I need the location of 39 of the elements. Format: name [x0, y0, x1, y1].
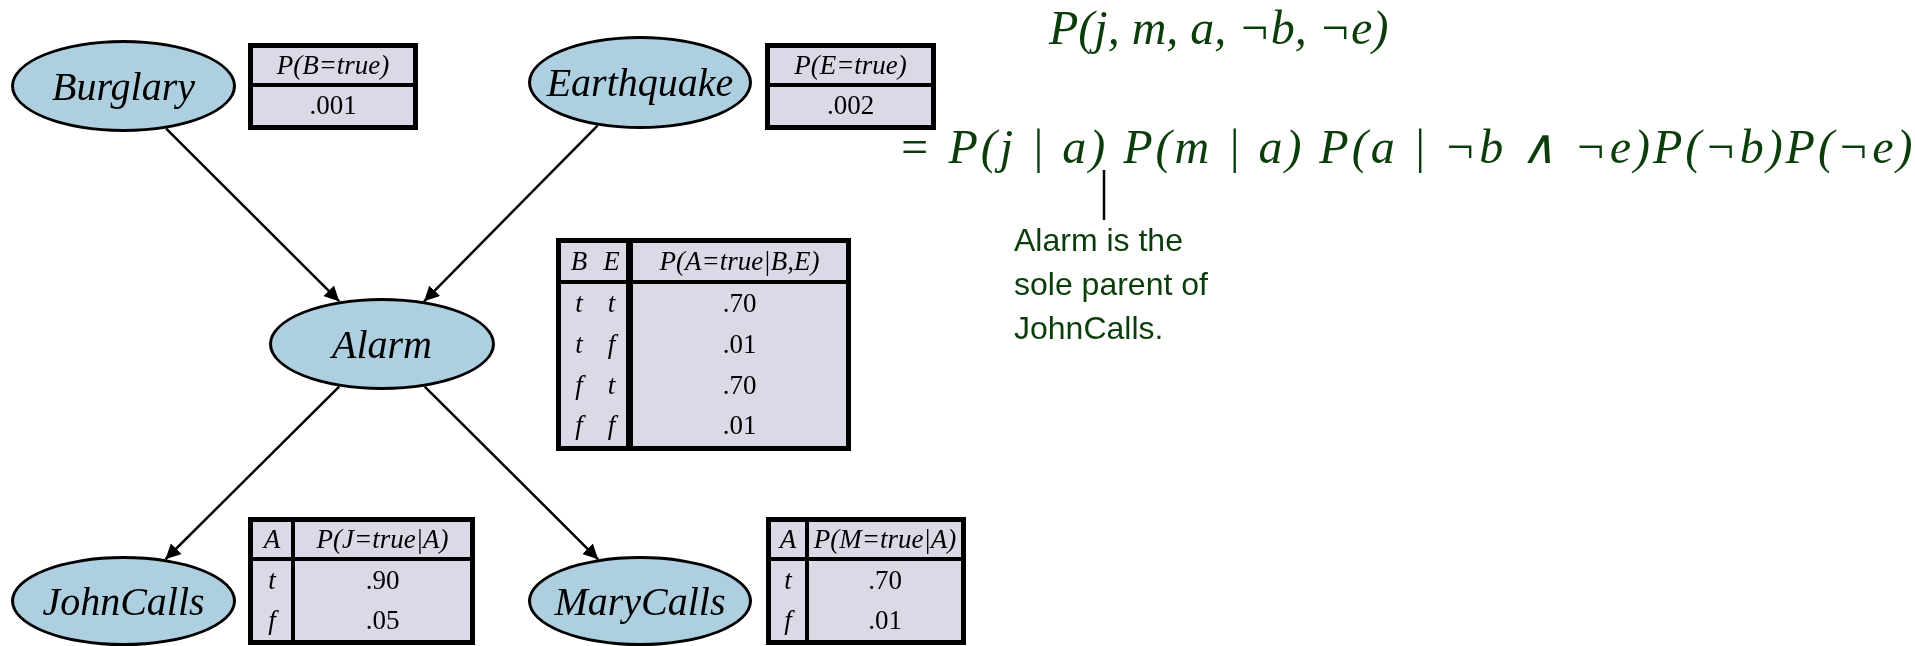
truth-value: t	[771, 561, 809, 601]
variable-name: Earthquake	[546, 59, 734, 106]
table-header: P(E=true)	[770, 48, 931, 87]
table-header: A	[253, 522, 295, 562]
probability-value: .01	[867, 603, 903, 637]
probability-value: .002	[825, 89, 876, 123]
formula-text: P(j, m, a, ¬b, ¬e)	[1049, 0, 1389, 55]
formula-text: = P(j | a) P(m | a) P(a | ¬b ∧ ¬e)P(¬b)P(¬e)	[898, 118, 1915, 174]
variable-name: MaryCalls	[554, 577, 726, 625]
probability-value: .001	[308, 89, 358, 123]
table-header: E	[597, 243, 633, 284]
truth-value: f	[561, 364, 597, 406]
table-header: B	[561, 243, 597, 284]
probability-value: .70	[721, 368, 758, 402]
variable-name: JohnCalls	[42, 577, 205, 625]
truth-value: f	[597, 405, 633, 446]
probability-value: .70	[867, 564, 903, 598]
truth-value: t	[597, 364, 633, 406]
truth-value: f	[253, 600, 295, 640]
truth-value: f	[561, 405, 597, 446]
annotation-note: Alarm is the sole parent of JohnCalls.	[1014, 218, 1226, 350]
truth-value: t	[253, 561, 295, 601]
probability-value: .05	[364, 603, 401, 637]
probability-value: .70	[721, 287, 758, 321]
variable-name: Alarm	[332, 320, 432, 368]
table-header: P(A=true|B,E)	[633, 243, 846, 284]
probability-value: .01	[721, 409, 758, 443]
truth-value: t	[574, 328, 585, 361]
table-header: P(J=true|A)	[295, 522, 470, 562]
probability-value: .90	[364, 564, 401, 598]
variable-name: Burglary	[52, 62, 195, 110]
table-header: P(B=true)	[253, 48, 413, 87]
table-header: A	[771, 522, 809, 562]
table-header: P(M=true|A)	[809, 522, 961, 562]
truth-value: t	[574, 287, 585, 321]
truth-value: f	[771, 600, 809, 640]
truth-value: f	[597, 324, 633, 365]
probability-value: .01	[721, 328, 758, 361]
truth-value: t	[597, 283, 633, 325]
